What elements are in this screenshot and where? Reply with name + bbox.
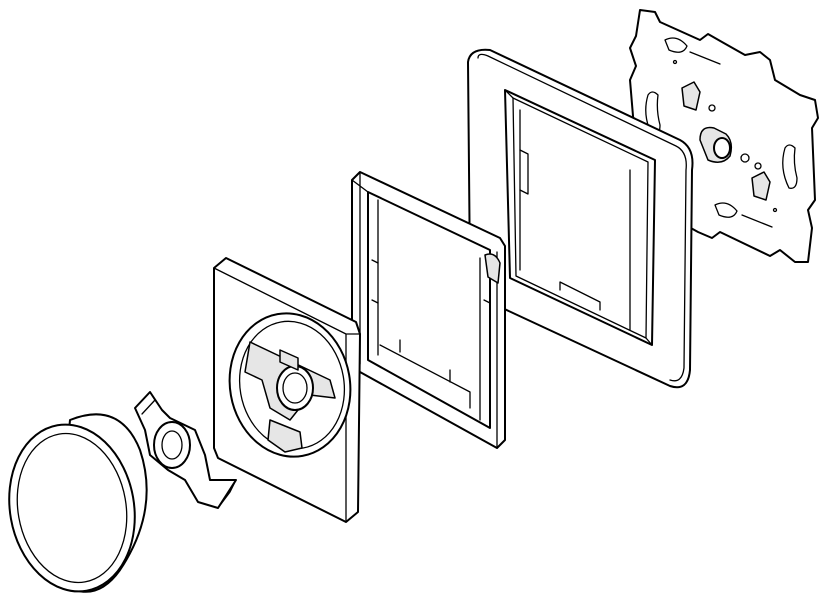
spring-clip: [134, 391, 237, 509]
outer-frame: [467, 48, 694, 389]
knob: [8, 413, 148, 593]
cover-plate: [213, 257, 361, 523]
inner-frame: [351, 171, 506, 449]
